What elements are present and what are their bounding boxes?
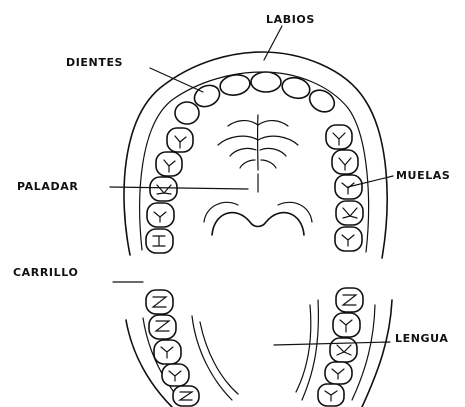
upper-right-molars bbox=[326, 125, 363, 251]
tongue-curve-right-inner bbox=[296, 305, 311, 392]
labios-leader bbox=[264, 26, 282, 60]
tongue-curve-left-inner bbox=[200, 322, 238, 394]
lower-jaw bbox=[126, 288, 392, 407]
label-labios: LABIOS bbox=[266, 13, 315, 26]
palate-rugae bbox=[218, 115, 298, 170]
label-paladar: PALADAR bbox=[17, 180, 78, 193]
front-teeth bbox=[175, 72, 338, 124]
lower-left-molars bbox=[146, 290, 199, 406]
label-carrillo: CARRILLO bbox=[13, 266, 78, 279]
soft-palate bbox=[204, 202, 312, 235]
paladar-leader bbox=[110, 187, 248, 189]
upper-jaw bbox=[124, 52, 387, 258]
lower-lip-outline-right bbox=[362, 300, 392, 407]
label-dientes: DIENTES bbox=[66, 56, 123, 69]
label-muelas: MUELAS bbox=[396, 169, 450, 182]
upper-left-molars bbox=[146, 128, 193, 253]
labels: LABIOS DIENTES PALADAR MUELAS CARRILLO L… bbox=[13, 13, 450, 345]
dientes-leader bbox=[150, 68, 203, 92]
label-lengua: LENGUA bbox=[395, 332, 448, 345]
lower-right-molars bbox=[318, 288, 363, 406]
